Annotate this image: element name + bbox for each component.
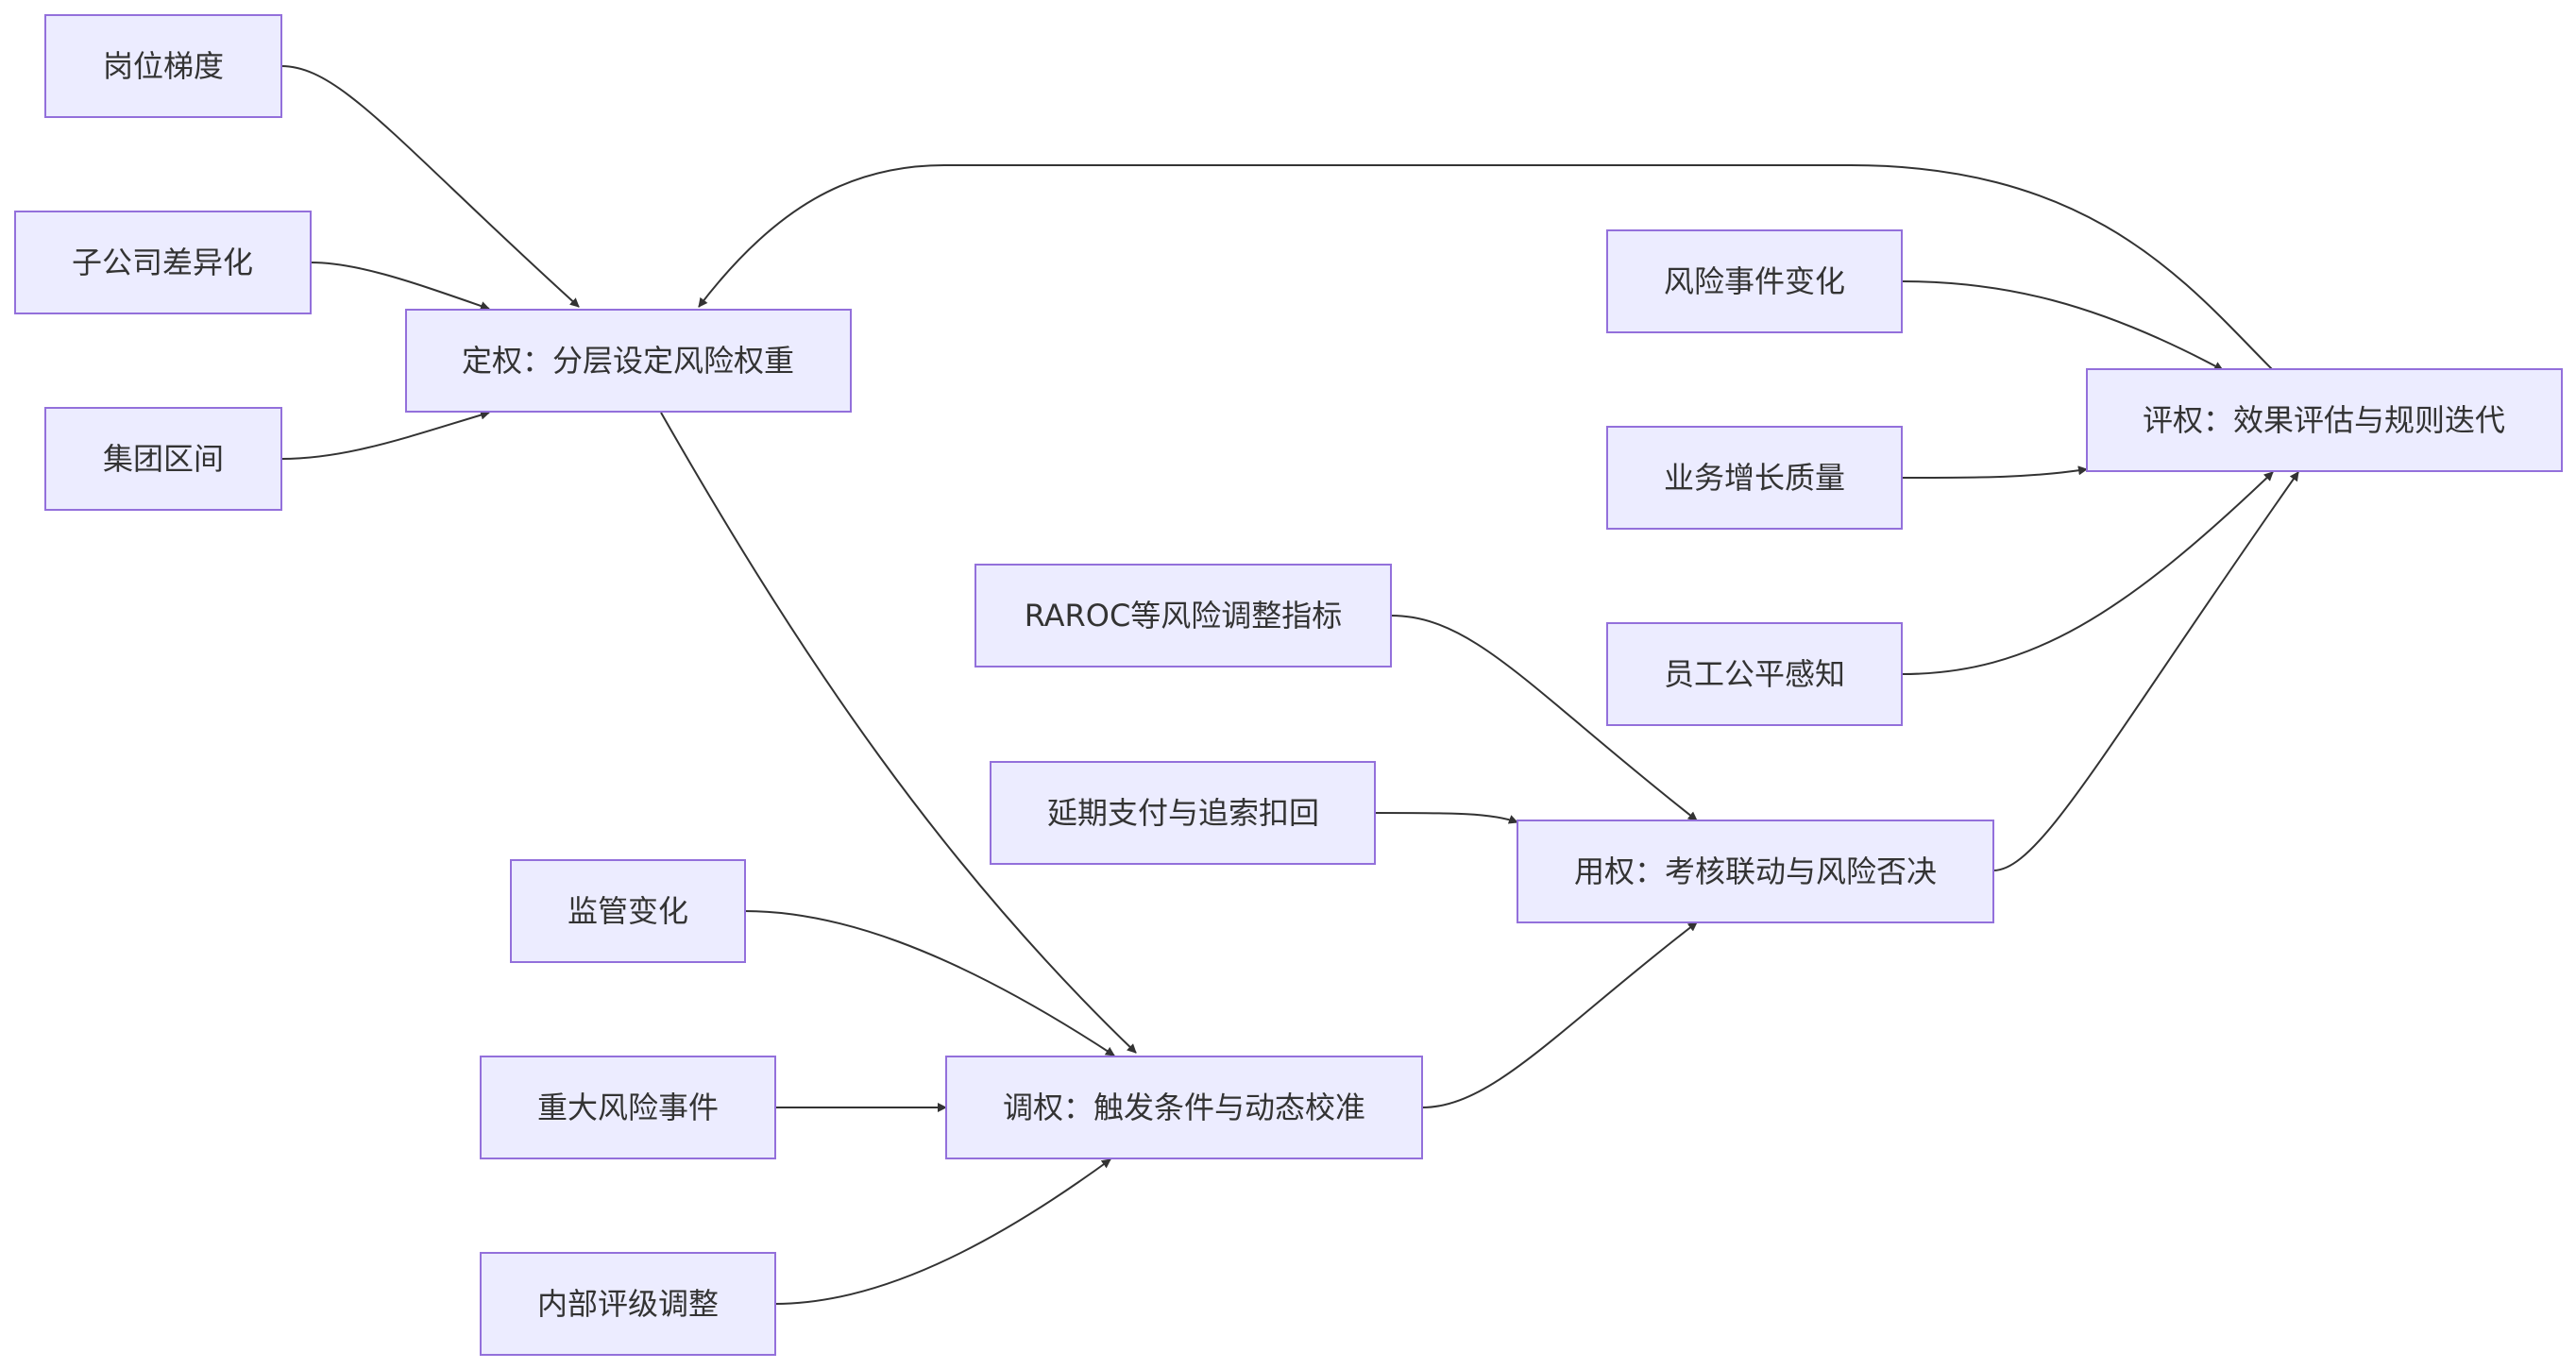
edge-fengxianshijian-to-pingquan — [1901, 280, 2224, 371]
node-fengxian-shijian-bianhua[interactable]: 风险事件变化 — [1606, 229, 1903, 333]
node-yongquan[interactable]: 用权：考核联动与风险否决 — [1517, 820, 1994, 923]
node-label: 员工公平感知 — [1664, 656, 1845, 692]
edge-yuangong-to-pingquan — [1901, 471, 2274, 675]
node-zigongsi-chayihua[interactable]: 子公司差异化 — [14, 211, 312, 314]
node-label: 集团区间 — [103, 441, 224, 477]
node-label: 重大风险事件 — [537, 1090, 719, 1125]
node-label: 风险事件变化 — [1664, 263, 1845, 299]
node-gangwei-tidu[interactable]: 岗位梯度 — [44, 14, 282, 118]
node-label: 监管变化 — [568, 893, 688, 929]
node-label: 业务增长质量 — [1664, 460, 1845, 496]
node-label: 内部评级调整 — [537, 1286, 719, 1322]
node-pingquan[interactable]: 评权：效果评估与规则迭代 — [2086, 368, 2563, 472]
node-label: RAROC等风险调整指标 — [1025, 598, 1343, 634]
node-yuangong-gongping-ganzhi[interactable]: 员工公平感知 — [1606, 622, 1903, 726]
node-label: 岗位梯度 — [103, 48, 224, 84]
node-label: 子公司差异化 — [72, 245, 253, 280]
node-label: 延期支付与追索扣回 — [1047, 795, 1319, 831]
edge-neibu-to-tiaoquan — [774, 1158, 1111, 1305]
node-neibu-pingji-tiaozheng[interactable]: 内部评级调整 — [480, 1252, 776, 1356]
edge-yewuzengzhang-to-pingquan — [1901, 465, 2088, 479]
node-label: 用权：考核联动与风险否决 — [1574, 854, 1937, 889]
edge-jianguan-to-tiaoquan — [744, 910, 1115, 1056]
node-tiaoquan[interactable]: 调权：触发条件与动态校准 — [945, 1056, 1423, 1159]
node-yewu-zengzhang-zhiliang[interactable]: 业务增长质量 — [1606, 426, 1903, 530]
edge-gangwei-to-dingquan — [280, 65, 580, 308]
edge-jituan-to-dingquan — [280, 410, 490, 460]
edge-pingquan-to-dingquan — [698, 164, 2274, 371]
node-label: 评权：效果评估与规则迭代 — [2143, 402, 2505, 438]
nodes: 岗位梯度 子公司差异化 集团区间 定权：分层设定风险权重 风险事件变化 业务增长… — [14, 14, 2563, 1356]
node-label: 调权：触发条件与动态校准 — [1003, 1090, 1365, 1125]
edge-tiaoquan-to-yongquan — [1421, 921, 1698, 1108]
node-jianguan-bianhua[interactable]: 监管变化 — [510, 859, 746, 963]
node-yanqi-zhifu[interactable]: 延期支付与追索扣回 — [990, 761, 1376, 865]
node-zhongda-fengxian-shijian[interactable]: 重大风险事件 — [480, 1056, 776, 1159]
edges — [280, 65, 2299, 1305]
edge-dingquan-to-tiaoquan — [660, 412, 1137, 1054]
node-raroc[interactable]: RAROC等风险调整指标 — [974, 564, 1392, 668]
edge-raroc-to-yongquan — [1390, 615, 1698, 821]
edge-yongquan-to-pingquan — [1992, 471, 2299, 871]
edge-zigongsi-to-dingquan — [310, 262, 490, 311]
node-dingquan[interactable]: 定权：分层设定风险权重 — [405, 309, 852, 413]
node-label: 定权：分层设定风险权重 — [462, 343, 794, 379]
node-jituan-qujian[interactable]: 集团区间 — [44, 407, 282, 511]
edge-yanqi-to-yongquan — [1374, 812, 1518, 824]
